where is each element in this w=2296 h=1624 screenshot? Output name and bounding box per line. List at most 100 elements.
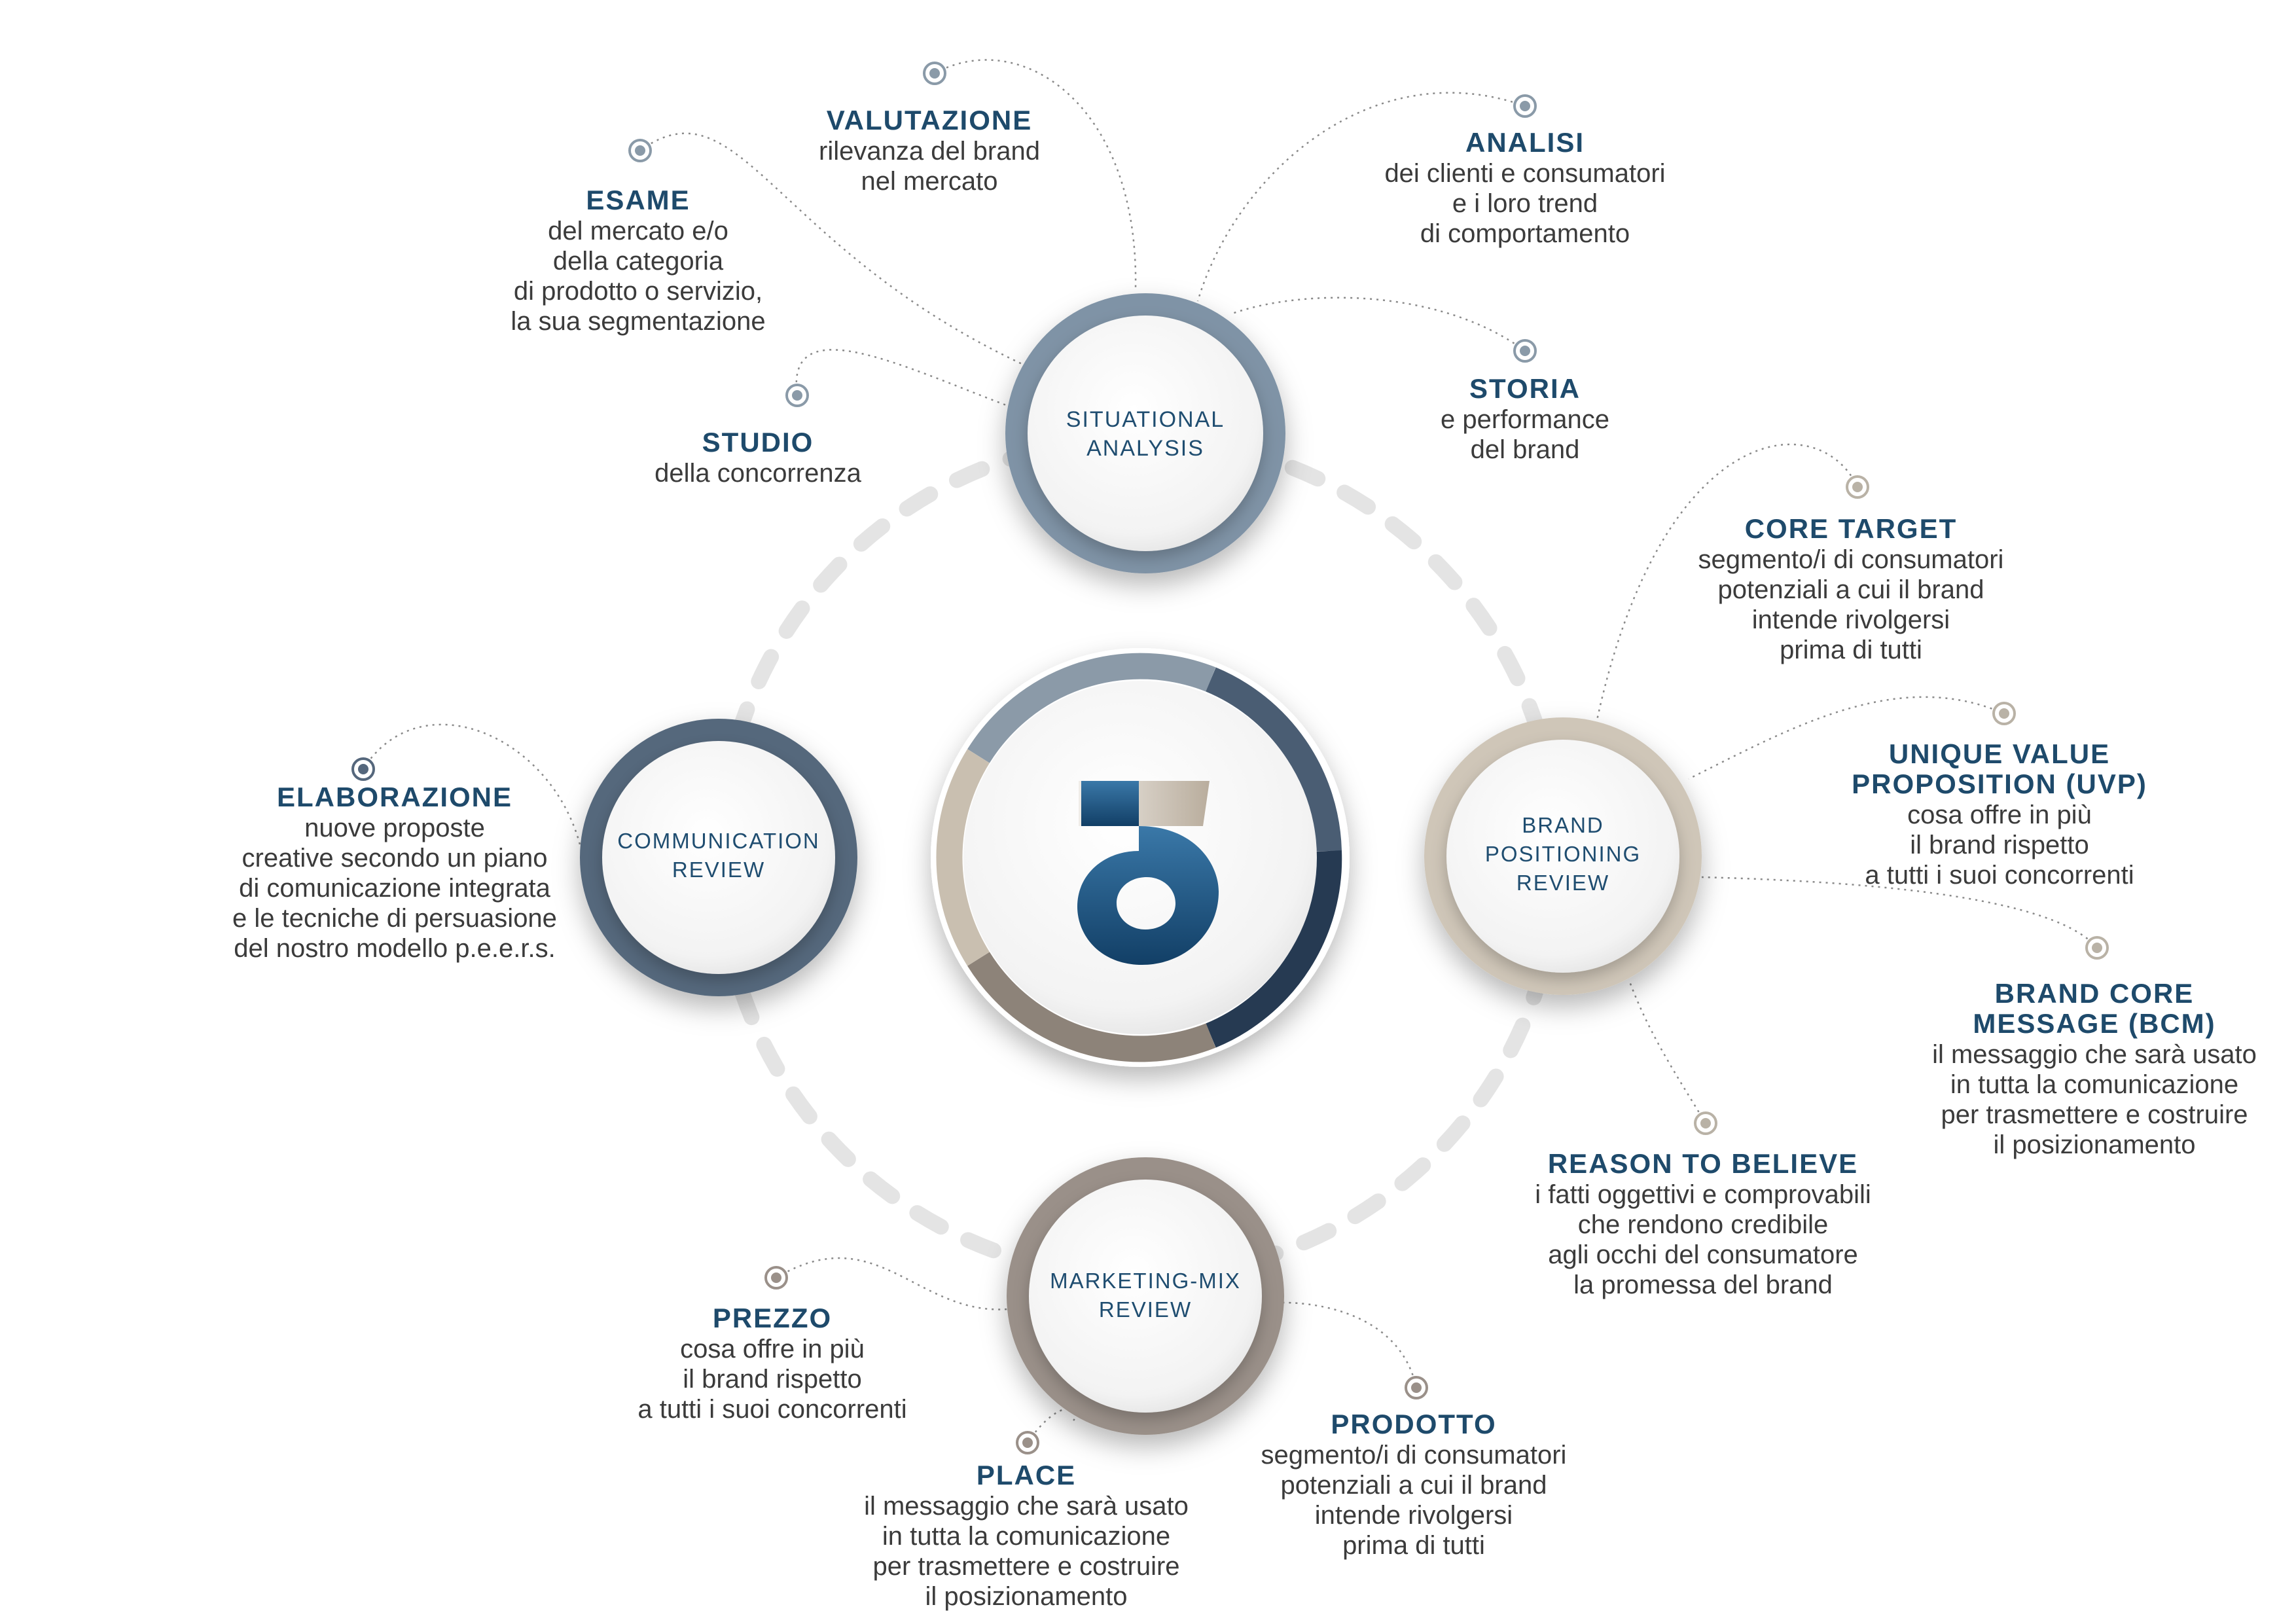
dot-marker-uvp (1992, 702, 2016, 725)
hub-brand-positioning-review[interactable]: BRAND POSITIONING REVIEW (1424, 717, 1702, 995)
label-body-line: di prodotto o servizio, (514, 277, 762, 306)
dot-marker-place (1016, 1431, 1039, 1454)
label-body-line: il posizionamento (1993, 1130, 2195, 1159)
label-body-line: in tutta la comunicazione (1950, 1070, 2238, 1099)
dot-marker-studio (785, 384, 809, 407)
central-ring-segment-dark (1206, 667, 1342, 852)
label-title: PREZZO (713, 1303, 832, 1333)
hub-label-line: REVIEW (1516, 871, 1609, 895)
label-body-line: il messaggio che sarà usato (864, 1492, 1189, 1521)
label-body-line: intende rivolgersi (1315, 1501, 1513, 1530)
label-body-line: rilevanza del brand (819, 137, 1040, 166)
label-body-line: e i loro trend (1452, 189, 1598, 218)
connector-prodotto (1282, 1301, 1418, 1388)
dot-marker-prezzo (764, 1266, 788, 1290)
central-ring-segment-navy (1206, 850, 1342, 1048)
label-body-line: cosa offre in più (1907, 801, 2092, 829)
hub-communication-review[interactable]: COMMUNICATION REVIEW (580, 719, 857, 996)
label-body-line: agli occhi del consumatore (1548, 1240, 1858, 1269)
label-body-line: a tutti i suoi concorrenti (1865, 861, 2134, 890)
dot-marker-elaborazione (351, 757, 375, 781)
hub-label-line: SITUATIONAL (1066, 407, 1225, 432)
label-body-line: il posizionamento (925, 1582, 1127, 1611)
dot-marker-storia (1513, 339, 1537, 363)
central-ring-segment-light (967, 653, 1216, 763)
label-title: UNIQUE VALUE (1889, 738, 2110, 769)
label-body-line: per trasmettere e costruire (872, 1552, 1179, 1581)
connector-storia (1230, 297, 1526, 352)
dot-marker-prodotto (1405, 1376, 1428, 1399)
brand-logo-icon (1077, 781, 1219, 965)
label-title: REASON TO BELIEVE (1548, 1148, 1858, 1179)
label-body-line: la promessa del brand (1573, 1271, 1833, 1299)
hub-situational-analysis[interactable]: SITUATIONAL ANALYSIS (1005, 293, 1285, 573)
label-body-line: il messaggio che sarà usato (1932, 1040, 2257, 1069)
hub-label-line: REVIEW (1099, 1297, 1192, 1322)
connector-reason (1628, 981, 1707, 1124)
label-title: PLACE (977, 1460, 1076, 1490)
connector-valutazione (934, 59, 1137, 289)
dot-marker-bcm (2085, 936, 2109, 960)
hub-label-line: ANALYSIS (1086, 436, 1204, 461)
label-body-line: e le tecniche di persuasione (232, 904, 557, 933)
label-title: STUDIO (702, 427, 814, 458)
label-body-line: il brand rispetto (1910, 831, 2089, 859)
label-body-line: di comportamento (1420, 219, 1630, 248)
dot-marker-analisi (1513, 94, 1537, 118)
connector-uvp (1688, 696, 2005, 780)
hub-label-line: POSITIONING (1485, 842, 1641, 866)
label-body-line: intende rivolgersi (1752, 605, 1950, 634)
dot-marker-valutazione (923, 62, 946, 85)
label-body-line: della concorrenza (655, 459, 861, 488)
label-title: STORIA (1469, 373, 1581, 404)
label-body-line: in tutta la comunicazione (882, 1522, 1170, 1551)
label-title-line2: PROPOSITION (UVP) (1852, 768, 2147, 799)
label-body-line: prima di tutti (1342, 1531, 1485, 1560)
dot-marker-core_target (1846, 475, 1869, 499)
label-body-line: segmento/i di consumatori (1261, 1441, 1567, 1470)
label-body-line: potenziali a cui il brand (1718, 575, 1984, 604)
central-ring-segment-beige (936, 749, 990, 966)
hub-label-line: COMMUNICATION (617, 829, 820, 853)
dot-marker-esame (628, 139, 652, 162)
label-title: ELABORAZIONE (277, 782, 512, 812)
label-body-line: potenziali a cui il brand (1281, 1471, 1547, 1500)
label-body-line: e performance (1441, 405, 1609, 434)
dot-marker-reason (1694, 1111, 1717, 1135)
label-body-line: dei clienti e consumatori (1384, 159, 1665, 188)
label-body-line: segmento/i di consumatori (1698, 545, 2004, 574)
label-body-line: della categoria (553, 247, 724, 276)
connector-dots (351, 62, 2109, 1454)
connector-studio (795, 349, 1009, 407)
hub-label-line: BRAND (1522, 813, 1604, 837)
label-title: VALUTAZIONE (827, 105, 1032, 135)
connector-bcm (1701, 876, 2098, 948)
label-body-line: creative secondo un piano (242, 844, 548, 873)
label-title: CORE TARGET (1745, 513, 1958, 544)
label-body-line: la sua segmentazione (511, 307, 765, 336)
label-body-line: del mercato e/o (548, 217, 728, 245)
connector-elaborazione (362, 723, 581, 845)
central-logo-disc (931, 648, 1350, 1067)
label-body-line: del nostro modello p.e.e.r.s. (234, 934, 555, 963)
label-body-line: nuove proposte (304, 814, 485, 842)
label-title: ANALISI (1465, 127, 1585, 158)
label-body-line: per trasmettere e costruire (1941, 1100, 2248, 1129)
hub-marketing-mix-review[interactable]: MARKETING-MIX REVIEW (1007, 1157, 1284, 1435)
label-title: PRODOTTO (1331, 1409, 1496, 1439)
label-body-line: nel mercato (861, 167, 998, 196)
label-body-line: i fatti oggettivi e comprovabili (1535, 1180, 1871, 1209)
label-body-line: cosa offre in più (680, 1335, 865, 1363)
